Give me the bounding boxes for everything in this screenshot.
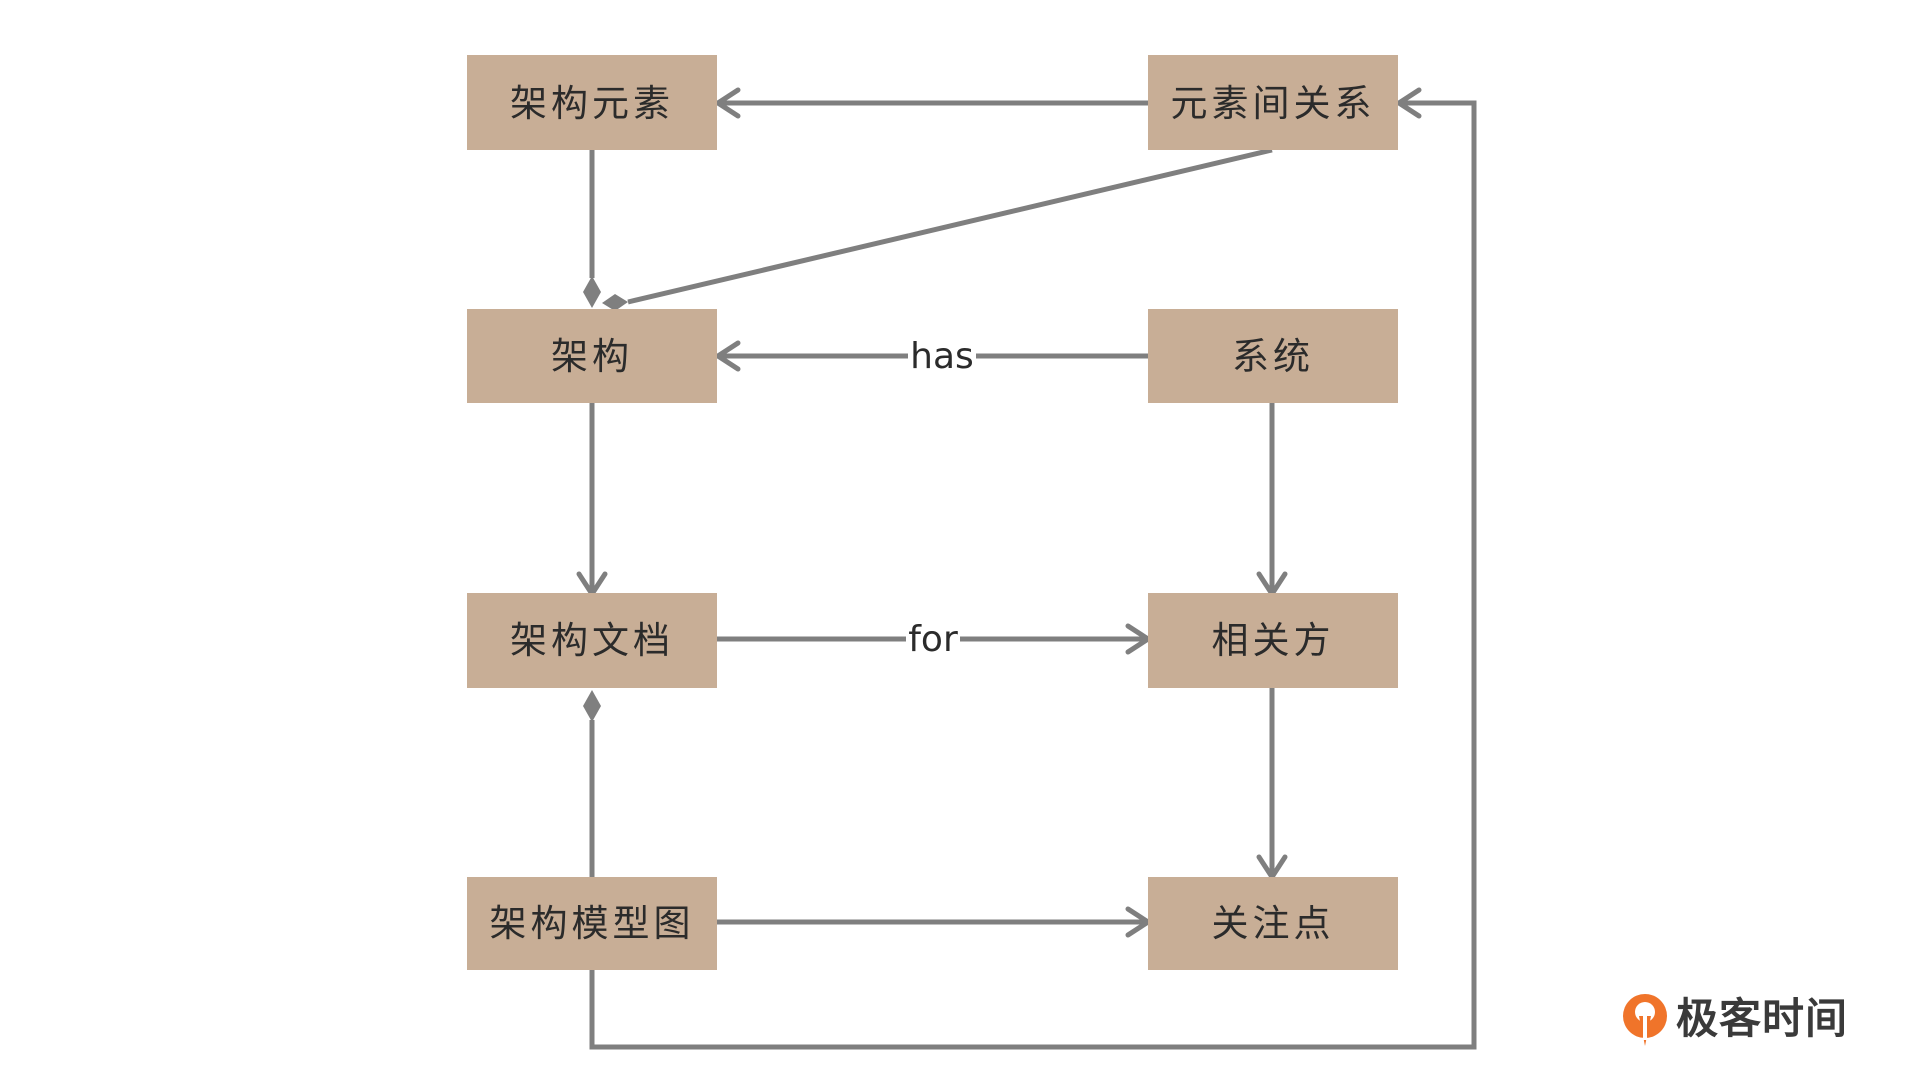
node-arch-model[interactable]: 架构模型图 [467,877,717,970]
node-concerns[interactable]: 关注点 [1148,877,1398,970]
edge-system-has-architecture: has [715,332,1148,378]
geektime-logo-icon [1623,994,1667,1046]
edge-label-has: has [910,336,974,377]
node-label-arch-model: 架构模型图 [490,902,695,945]
node-label-stakeholders: 相关方 [1212,619,1335,662]
node-label-arch-document: 架构文档 [510,619,674,662]
edge-system-to-stakeholders [1256,403,1288,597]
composition-diamond [583,276,601,308]
aggregation-diamond [602,294,628,311]
node-label-element-relations: 元素间关系 [1171,82,1376,125]
node-arch-elements[interactable]: 架构元素 [467,55,717,150]
edge-relations-to-elements [715,87,1148,119]
edge-stakeholders-to-concerns [1256,688,1288,880]
edge-architecture-to-document [576,403,608,597]
node-label-arch-elements: 架构元素 [510,82,674,125]
edge-model-to-concerns [717,906,1151,938]
edge-document-for-stakeholders: for [717,616,1151,662]
node-label-architecture: 架构 [551,335,633,378]
node-stakeholders[interactable]: 相关方 [1148,593,1398,688]
nodes: 架构元素 元素间关系 架构 系统 架构文档 相关方 架构模型图 [467,55,1398,970]
node-arch-document[interactable]: 架构文档 [467,593,717,688]
geektime-logo: 极客时间 [1623,994,1848,1046]
edges: has for [576,87,1477,1050]
edge-relations-to-architecture [602,147,1273,311]
edge-model-to-relations [589,87,1477,1050]
node-architecture[interactable]: 架构 [467,309,717,403]
edge-model-to-document [583,690,601,877]
node-system[interactable]: 系统 [1148,309,1398,403]
node-label-concerns: 关注点 [1212,902,1335,945]
node-label-system: 系统 [1232,335,1314,378]
composition-diamond [583,690,601,722]
node-element-relations[interactable]: 元素间关系 [1148,55,1398,150]
edge-elements-to-architecture [583,150,601,308]
edge-label-for: for [908,619,958,660]
geektime-logo-text: 极客时间 [1676,994,1848,1043]
